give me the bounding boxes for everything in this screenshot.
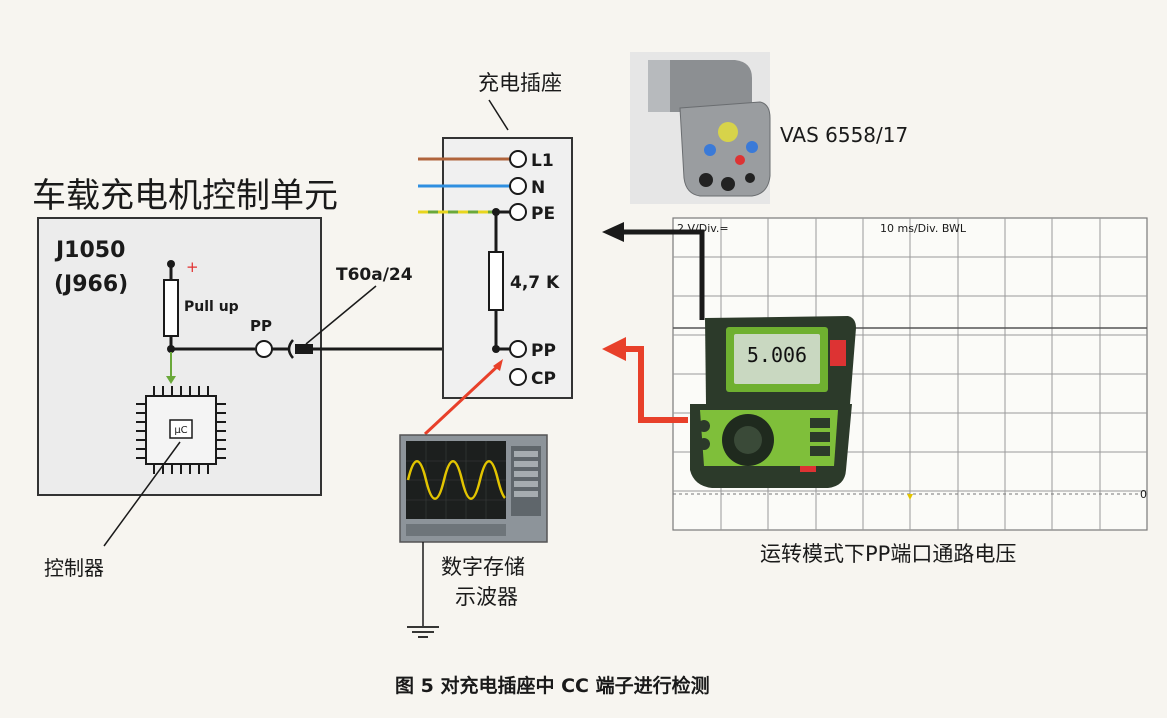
resistor-value: 4,7 K bbox=[510, 273, 560, 293]
controller-leader-line bbox=[103, 441, 181, 547]
connector-plug-icon bbox=[287, 339, 294, 359]
waveform-pointer-line bbox=[622, 229, 705, 320]
pp-pin-label: PP bbox=[531, 341, 556, 361]
vas-adapter-icon bbox=[630, 52, 771, 204]
pp-pin bbox=[509, 340, 527, 358]
n-pin-label: N bbox=[531, 178, 545, 198]
oscilloscope-label-line1: 数字存储 bbox=[441, 555, 525, 579]
n-pin bbox=[509, 177, 527, 195]
cp-pin bbox=[509, 368, 527, 386]
pullup-resistor-icon bbox=[163, 279, 179, 337]
pp-left-label: PP bbox=[250, 317, 272, 335]
scope-zero-marker: 0 bbox=[1140, 488, 1147, 501]
meter-reading: 5.006 bbox=[747, 343, 807, 367]
scope-probe-line bbox=[423, 362, 502, 436]
pe-pin-label: PE bbox=[531, 204, 555, 224]
socket-title: 充电插座 bbox=[478, 71, 562, 95]
oscilloscope-label-line2: 示波器 bbox=[455, 585, 518, 609]
pp-pin-controller bbox=[255, 340, 273, 358]
figure-caption: 图 5 对充电插座中 CC 端子进行检测 bbox=[395, 674, 710, 697]
scope-probe-arrow bbox=[493, 359, 503, 371]
multimeter-device-icon bbox=[690, 316, 856, 488]
chip-input-arrow bbox=[166, 376, 176, 384]
charging-socket-box bbox=[442, 137, 573, 399]
oscilloscope-device-icon bbox=[399, 434, 548, 543]
connector-leader-line bbox=[305, 285, 377, 345]
microcontroller-chip-icon bbox=[136, 386, 226, 474]
cp-pin-label: CP bbox=[531, 369, 556, 389]
module-id-primary: J1050 bbox=[54, 238, 125, 263]
connector-body bbox=[295, 344, 313, 354]
plus-sign: + bbox=[186, 258, 199, 276]
scope-time-setting: 10 ms/Div. BWL bbox=[880, 222, 967, 235]
vas-tool-name: VAS 6558/17 bbox=[780, 123, 908, 147]
connector-label: T60a/24 bbox=[336, 265, 413, 285]
chip-mark: μC bbox=[174, 425, 187, 436]
module-id-secondary: (J966) bbox=[54, 272, 128, 297]
resistor-icon bbox=[488, 251, 504, 311]
l1-pin bbox=[509, 150, 527, 168]
waveform-pointer-arrow bbox=[602, 222, 624, 242]
meter-pointer-arrow bbox=[602, 337, 626, 361]
pe-pin bbox=[509, 203, 527, 221]
socket-leader-line bbox=[488, 99, 509, 131]
controller-label: 控制器 bbox=[44, 556, 104, 580]
meter-pointer-line bbox=[624, 346, 688, 423]
controller-unit-title: 车载充电机控制单元 bbox=[32, 176, 338, 216]
l1-pin-label: L1 bbox=[531, 151, 554, 171]
waveform-caption: 运转模式下PP端口通路电压 bbox=[760, 542, 1016, 566]
ground-symbol-icon bbox=[407, 626, 439, 638]
pullup-label: Pull up bbox=[184, 299, 239, 315]
